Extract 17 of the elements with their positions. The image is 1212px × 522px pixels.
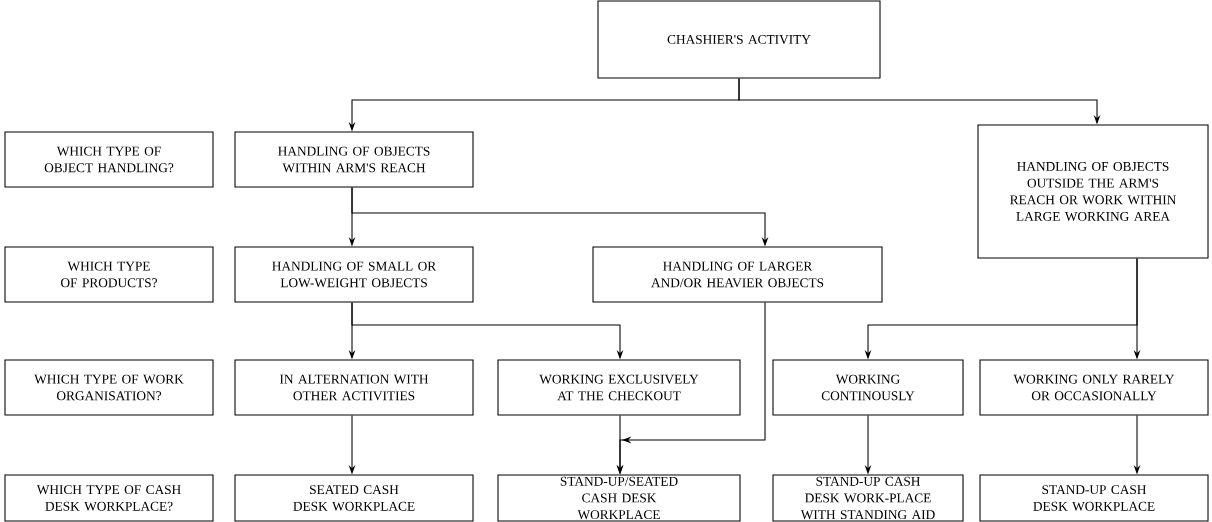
- process-box: HANDLING OF OBJECTS OUTSIDE THE ARM'S REACH OR WORK WITHIN LARGE WORKING AREA: [977, 124, 1209, 259]
- process-box: WORKING ONLY RARELY OR OCCASIONALLY: [979, 359, 1209, 416]
- process-box: CHASHIER'S ACTIVITY: [597, 0, 881, 79]
- question-box: WHICH TYPE OF CASH DESK WORKPLACE?: [4, 474, 214, 522]
- question-box: WHICH TYPE OF WORK ORGANISATION?: [4, 359, 214, 416]
- process-box: HANDLING OF SMALL OR LOW-WEIGHT OBJECTS: [234, 246, 474, 303]
- result-box: STAND-UP/SEATED CASH DESK WORKPLACE: [497, 474, 741, 522]
- process-box: IN ALTERNATION WITH OTHER ACTIVITIES: [234, 359, 474, 416]
- process-box: WORKING EXCLUSIVELY AT THE CHECKOUT: [497, 359, 741, 416]
- process-box: HANDLING OF OBJECTS WITHIN ARM'S REACH: [234, 131, 474, 188]
- result-box: STAND-UP CASH DESK WORKPLACE: [979, 474, 1209, 522]
- result-box: STAND-UP CASH DESK WORK-PLACE WITH STANDING AID: [772, 474, 964, 522]
- process-box: HANDLING OF LARGER AND/OR HEAVIER OBJECTS: [592, 246, 883, 303]
- question-box: WHICH TYPE OF OBJECT HANDLING?: [4, 131, 214, 188]
- process-box: WORKING CONTINOUSLY: [772, 359, 964, 416]
- result-box: SEATED CASH DESK WORKPLACE: [234, 474, 474, 522]
- question-box: WHICH TYPE OF PRODUCTS?: [4, 246, 214, 303]
